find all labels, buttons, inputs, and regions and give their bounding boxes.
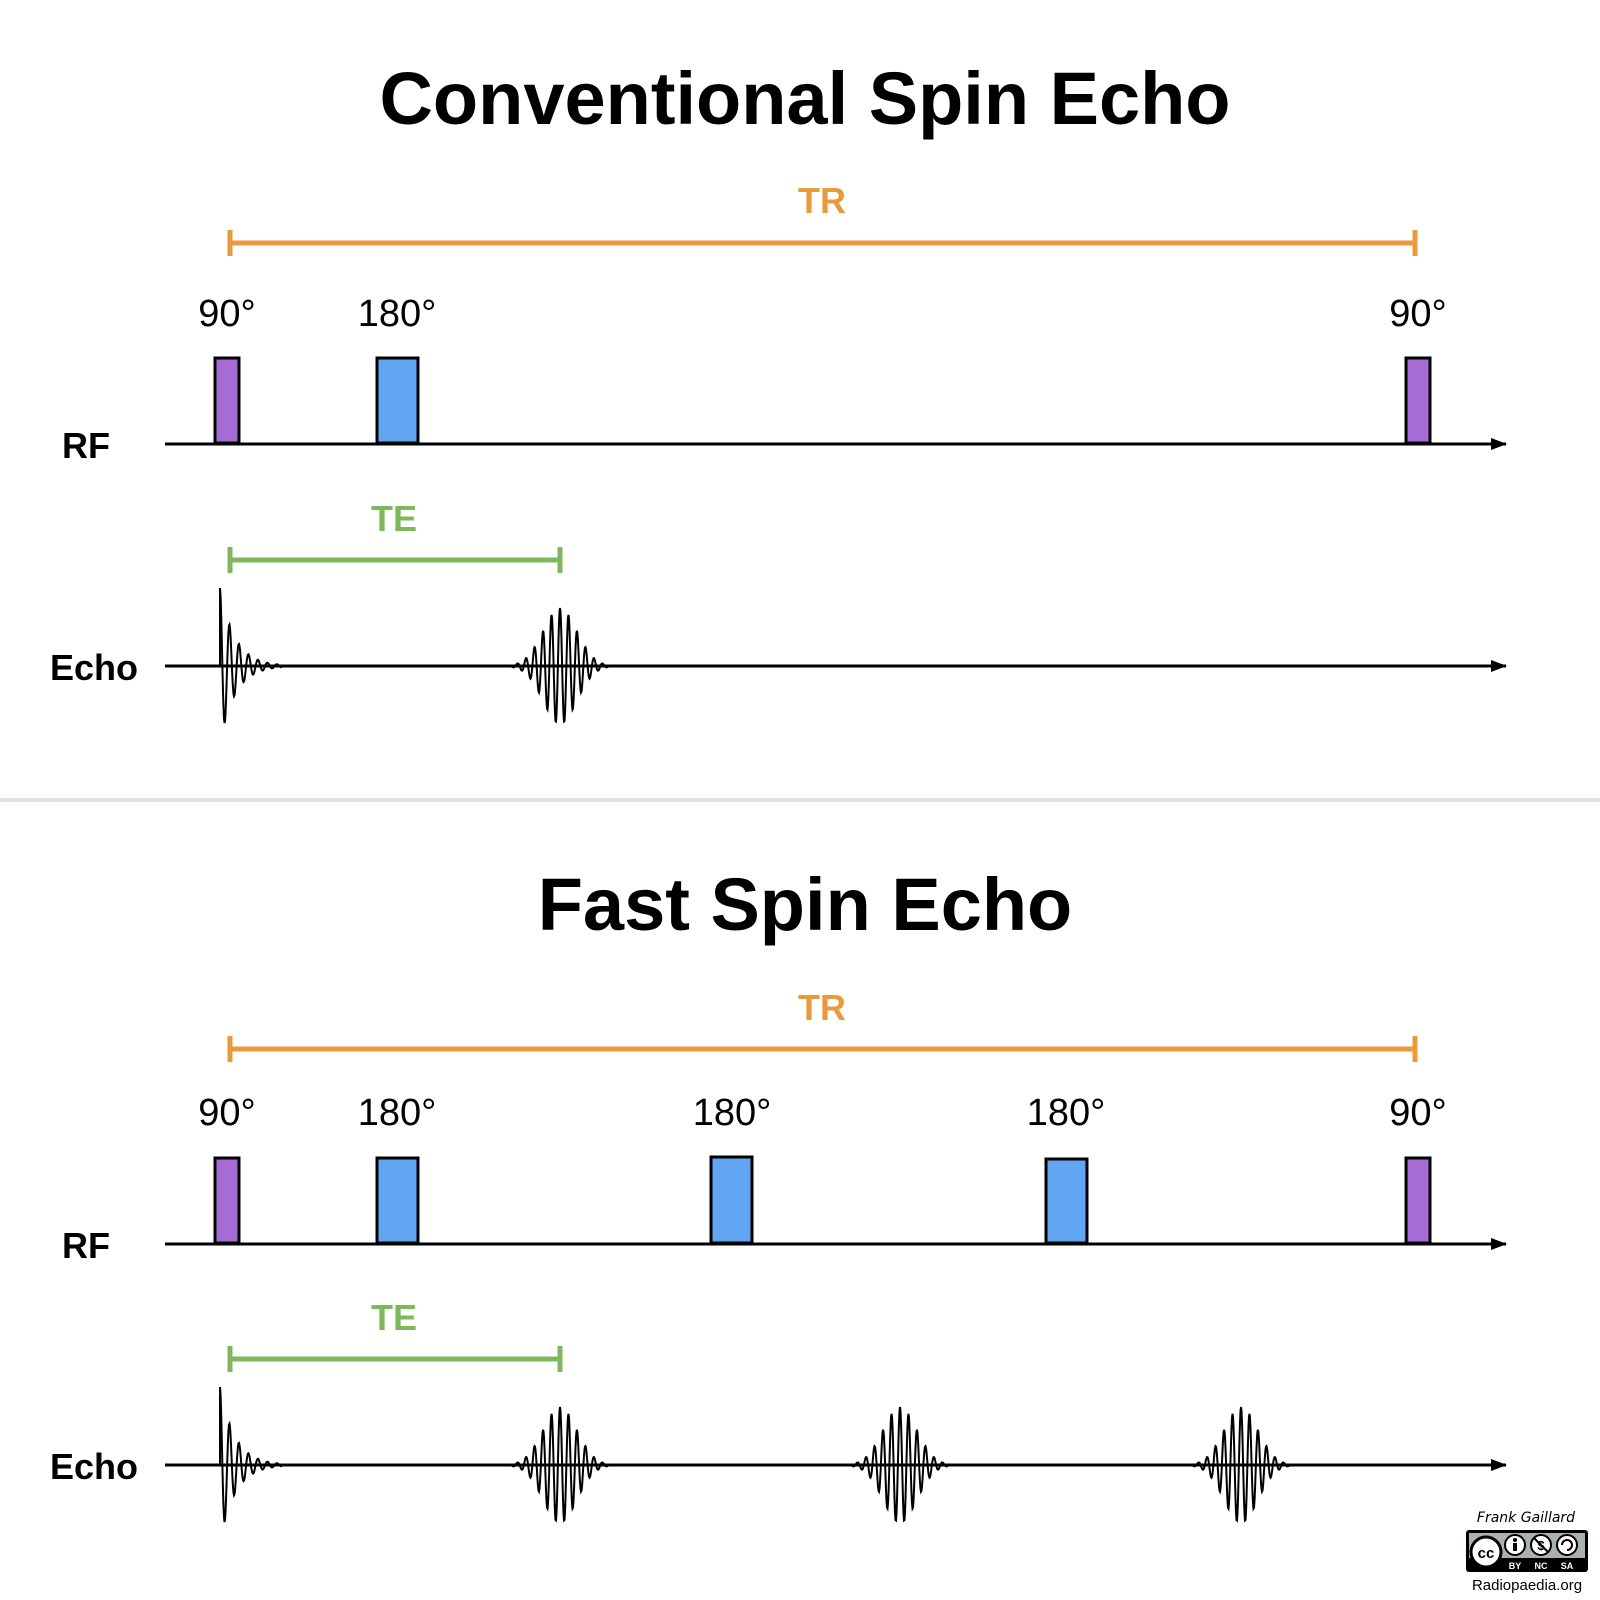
pulse-angle-label: 180° <box>358 1092 437 1134</box>
by-text: BY <box>1509 1561 1522 1571</box>
cc-license-badge: cc $ BY NC SA <box>1466 1530 1588 1572</box>
tr-interval-bracket <box>227 1036 1418 1062</box>
rf-pulse-180 <box>1044 1157 1089 1245</box>
pulse-angle-label: 90° <box>198 1092 255 1134</box>
panel-fast-spin-echo: Fast Spin Echo TR 90° 180° 180° 180° 90°… <box>50 863 1507 1523</box>
echo-axis-label: Echo <box>50 1446 138 1487</box>
echo-signal <box>1190 1406 1292 1523</box>
te-label: TE <box>371 1297 417 1338</box>
echo-signal <box>509 607 611 724</box>
te-interval-bracket <box>227 1346 563 1372</box>
sa-share-icon <box>1556 1534 1578 1556</box>
pulse-angle-label: 180° <box>358 293 437 335</box>
te-interval-bracket <box>227 547 563 573</box>
echo-axis-label: Echo <box>50 647 138 688</box>
cc-text: cc <box>1478 1545 1495 1562</box>
tr-interval-bracket <box>227 230 1418 256</box>
rf-pulse-90 <box>213 356 241 445</box>
panel-conventional-spin-echo: Conventional Spin Echo TR 90° 180° 90° R… <box>50 57 1507 724</box>
rf-pulse-90 <box>213 1156 241 1245</box>
author-signature: Frank Gaillard <box>1477 1510 1575 1526</box>
tr-label: TR <box>798 987 846 1028</box>
sa-text: SA <box>1561 1561 1574 1571</box>
nc-text: NC <box>1535 1561 1548 1571</box>
echo-signal <box>509 1406 611 1523</box>
rf-pulse-90 <box>1404 1156 1432 1245</box>
pulse-angle-label: 180° <box>693 1092 772 1134</box>
rf-pulse-180 <box>709 1155 754 1245</box>
attribution: Frank Gaillard cc $ BY NC SA Radiopaedia… <box>1466 1510 1588 1594</box>
rf-axis-label: RF <box>62 425 110 466</box>
rf-pulse-90 <box>1404 356 1432 445</box>
echo-signal <box>849 1406 951 1523</box>
site-credit: Radiopaedia.org <box>1472 1577 1582 1594</box>
pulse-angle-label: 90° <box>1389 293 1446 335</box>
te-label: TE <box>371 498 417 539</box>
cc-icon <box>1469 1535 1503 1569</box>
fid-signal <box>219 587 283 724</box>
panel-title: Conventional Spin Echo <box>379 57 1230 140</box>
rf-pulse-180 <box>375 356 420 445</box>
rf-pulse-180 <box>375 1156 420 1245</box>
pulse-angle-label: 180° <box>1027 1092 1106 1134</box>
rf-axis-label: RF <box>62 1225 110 1266</box>
tr-label: TR <box>798 180 846 221</box>
fid-signal <box>219 1386 283 1523</box>
pulse-angle-label: 90° <box>198 293 255 335</box>
panel-title: Fast Spin Echo <box>538 863 1073 946</box>
pulse-angle-label: 90° <box>1389 1092 1446 1134</box>
